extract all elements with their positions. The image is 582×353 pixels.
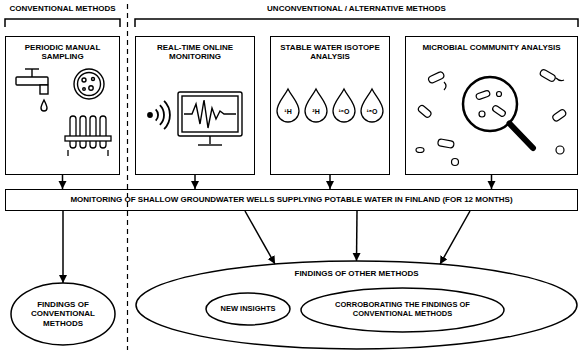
node-text: MONITORING OF SHALLOW GROUNDWATER WELLS … <box>70 195 512 204</box>
method-box: MICROBIAL COMMUNITY ANALYSIS <box>405 36 578 175</box>
tap-icon <box>41 100 47 111</box>
petri-dish-icon <box>74 69 104 99</box>
test-tubes-icon <box>65 136 111 141</box>
petri-dish-icon <box>89 86 93 90</box>
monitor-icon <box>184 100 236 128</box>
tap-icon <box>16 69 48 111</box>
test-tubes-icon <box>65 116 111 156</box>
tap-icon <box>40 85 48 94</box>
node-text: STABLE WATER ISOTOPE ANALYSIS <box>275 43 385 61</box>
insight-ellipse: CORROBORATING THE FINDINGS OF CONVENTION… <box>300 287 505 333</box>
water-drop <box>333 89 355 122</box>
microbes-icon <box>417 104 432 118</box>
node-text: CORROBORATING THE FINDINGS OF CONVENTION… <box>330 301 475 318</box>
method-box: REAL-TIME ONLINE MONITORING <box>135 36 255 175</box>
ellipse-shape <box>301 288 504 332</box>
unconventional-bracket <box>135 19 578 27</box>
flow-arrow <box>440 211 470 264</box>
microbes-icon <box>437 139 454 149</box>
conventional-bracket <box>5 19 120 27</box>
petri-dish-icon <box>92 78 95 81</box>
section-brackets <box>5 19 578 27</box>
microbes-icon <box>427 71 444 84</box>
microbes-icon <box>479 111 485 117</box>
dashed-divider <box>127 4 128 350</box>
wireless-icon <box>148 101 170 129</box>
magnifier-icon <box>510 124 534 149</box>
section-heading: UNCONVENTIONAL / ALTERNATIVE METHODS <box>267 5 446 14</box>
tap-icon <box>25 68 39 69</box>
test-tubes-icon <box>80 116 86 148</box>
flow-arrow <box>62 175 64 189</box>
section-heading: CONVENTIONAL METHODS <box>9 5 115 14</box>
water-drop <box>277 89 299 122</box>
microbes-icon <box>444 82 446 90</box>
monitor-icon <box>209 136 210 144</box>
microbes-icon <box>497 92 502 97</box>
microbes-icon <box>556 78 564 81</box>
test-tubes-icon <box>100 116 106 148</box>
test-tubes-icon <box>70 116 76 148</box>
test-tubes-icon <box>107 150 108 156</box>
isotope-label: ¹⁸O <box>366 108 377 116</box>
tap-icon <box>16 77 48 85</box>
flow-arrow <box>62 211 64 283</box>
flow-arrow <box>194 175 196 189</box>
node-text: NEW INSIGHTS <box>220 305 275 314</box>
ellipse-shape <box>206 293 290 325</box>
isotope-label: ¹⁶O <box>339 108 350 116</box>
test-tubes-icon <box>67 150 68 156</box>
node-text: MICROBIAL COMMUNITY ANALYSIS <box>422 43 560 52</box>
petri-dish-icon <box>78 73 101 96</box>
wireless-icon <box>148 113 152 117</box>
method-box: STABLE WATER ISOTOPE ANALYSIS <box>270 36 390 175</box>
flow-arrow <box>329 175 331 189</box>
monitor-icon <box>182 96 238 132</box>
node-text: FINDINGS OF OTHER METHODS <box>295 269 419 278</box>
wireless-icon <box>160 105 164 125</box>
monitoring-band: MONITORING OF SHALLOW GROUNDWATER WELLS … <box>5 189 578 211</box>
microbes-icon <box>552 109 567 123</box>
petri-dish-icon <box>74 69 104 99</box>
flow-arrow <box>491 175 493 189</box>
microbes-icon <box>539 68 556 82</box>
microbes-icon <box>416 68 567 165</box>
water-drops-icon <box>277 89 383 122</box>
test-tubes-icon <box>90 116 96 148</box>
monitor-icon <box>178 92 242 136</box>
findings-ellipse: FINDINGS OF CONVENTIONAL METHODS <box>10 282 116 346</box>
petri-dish-icon <box>82 78 86 82</box>
findings-ellipse: FINDINGS OF OTHER METHODS NEW INSIGHTS COR… <box>135 260 578 350</box>
isotope-label: ¹H <box>284 108 291 116</box>
monitor-icon <box>198 144 222 145</box>
microbes-icon <box>492 105 507 118</box>
ellipse-shape <box>136 261 577 349</box>
flow-arrow <box>356 211 358 261</box>
water-drop <box>361 89 383 122</box>
node-text: FINDINGS OF CONVENTIONAL METHODS <box>24 300 102 328</box>
node-text: REAL-TIME ONLINE MONITORING <box>140 43 250 61</box>
water-drop <box>305 89 327 122</box>
method-box: PERIODIC MANUAL SAMPLING <box>5 36 120 175</box>
insight-ellipse: NEW INSIGHTS <box>205 292 291 326</box>
microbes-icon <box>556 146 564 154</box>
microbes-icon <box>416 148 424 153</box>
petri-dish-icon <box>83 88 86 91</box>
wireless-icon <box>164 101 170 129</box>
monitor-icon <box>178 92 242 145</box>
wireless-icon <box>156 109 158 120</box>
isotope-label: ²H <box>312 108 319 116</box>
ellipse-shape <box>11 283 115 345</box>
microbes-icon <box>475 90 490 100</box>
magnifier-icon <box>463 77 533 148</box>
flow-arrow <box>245 211 275 264</box>
microbes-icon <box>452 159 459 166</box>
node-text: PERIODIC MANUAL SAMPLING <box>10 43 115 61</box>
tap-icon <box>31 69 32 77</box>
